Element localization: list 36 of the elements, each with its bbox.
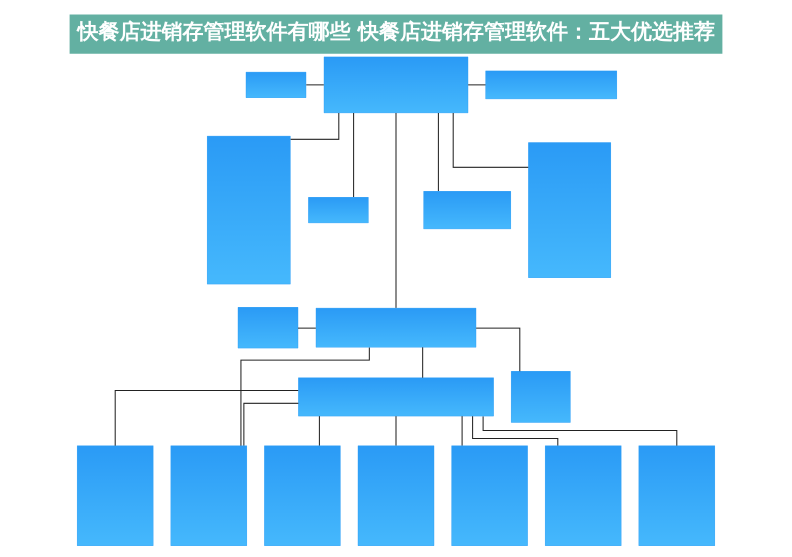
connector (114, 390, 298, 446)
node-box (451, 446, 528, 546)
connector (395, 416, 397, 446)
node-box (207, 136, 291, 284)
node-box (485, 70, 617, 100)
node-box (77, 446, 154, 546)
connector (318, 416, 320, 446)
node-box (298, 378, 494, 416)
connector (395, 113, 397, 308)
connector (452, 113, 528, 168)
node-box (264, 446, 341, 546)
node-box (308, 197, 369, 224)
connector (306, 84, 324, 86)
node-box (528, 142, 611, 278)
connector (482, 416, 678, 446)
connector (462, 416, 463, 446)
node-box (423, 191, 511, 230)
node-box (511, 371, 571, 423)
node-box (638, 446, 715, 546)
node-box (170, 446, 247, 546)
node-box (316, 308, 476, 348)
connector (468, 84, 486, 86)
node-box (545, 446, 622, 546)
node-box (238, 307, 298, 348)
connector (243, 402, 298, 446)
connector (422, 347, 424, 378)
node-box (246, 72, 306, 98)
node-box (358, 446, 434, 546)
connector (290, 113, 340, 140)
connector (353, 113, 354, 198)
connector (298, 328, 316, 329)
connector (438, 113, 439, 192)
node-box (324, 56, 468, 114)
diagram-title: 快餐店进销存管理软件有哪些 快餐店进销存管理软件：五大优选推荐 (78, 20, 715, 44)
connector (472, 416, 558, 446)
connector (476, 328, 520, 372)
